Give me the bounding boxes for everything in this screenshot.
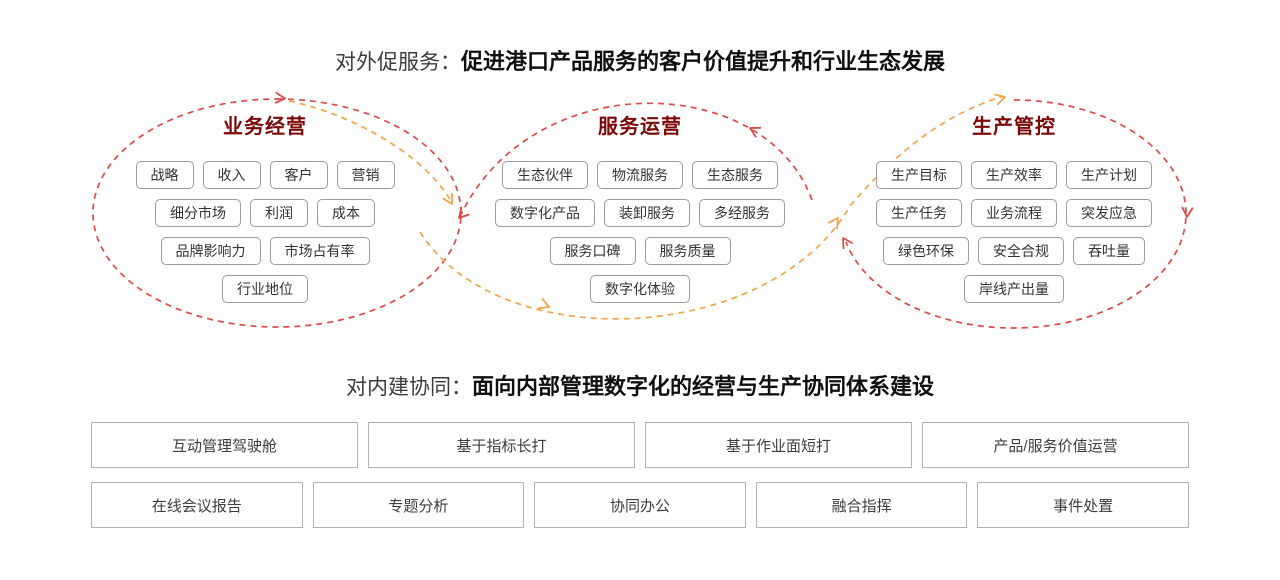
metric-chip: 多经服务: [699, 199, 785, 227]
metric-chip: 突发应急: [1066, 199, 1152, 227]
metric-chip: 客户: [269, 161, 328, 189]
arrowhead: [749, 126, 762, 138]
chip-row: 岸线产出量: [830, 275, 1198, 303]
chip-row: 生产任务 业务流程 突发应急: [830, 199, 1198, 227]
bottom-banner-title: 面向内部管理数字化的经营与生产协同体系建设: [471, 374, 934, 399]
arrowhead: [994, 93, 1006, 106]
chip-row: 数字化产品 装卸服务 多经服务: [455, 199, 825, 227]
chip-row: 服务口碑 服务质量: [455, 237, 825, 265]
metric-chip: 服务质量: [644, 237, 731, 265]
metric-chip: 成本: [317, 199, 375, 227]
middle-top-arc: [458, 102, 813, 220]
capability-box: 专题分析: [312, 482, 525, 528]
arrowhead: [842, 237, 853, 250]
capability-box: 互动管理驾驶舱: [91, 422, 358, 468]
capability-box: 产品/服务价值运营: [922, 422, 1189, 468]
metric-chip: 物流服务: [597, 161, 683, 189]
metric-chip: 业务流程: [971, 199, 1057, 227]
bottom-banner-label: 对内建协同：: [345, 376, 472, 399]
metric-chip: 装卸服务: [604, 199, 690, 227]
metric-chip: 品牌影响力: [160, 237, 261, 265]
arrowhead: [274, 91, 286, 104]
arrowhead: [827, 217, 839, 230]
metric-chip: 生态伙伴: [502, 161, 588, 189]
metric-chip: 岸线产出量: [964, 275, 1064, 303]
chip-row: 细分市场 利润 成本: [82, 199, 448, 227]
arrowhead: [458, 207, 470, 219]
arrowhead: [537, 298, 550, 310]
left-loop-curve: [92, 98, 462, 328]
chip-row: 品牌影响力 市场占有率: [82, 237, 448, 265]
metric-chip: 收入: [202, 161, 261, 189]
capability-box: 在线会议报告: [91, 482, 303, 528]
metric-chip: 行业地位: [222, 275, 308, 303]
chip-row: 行业地位: [82, 275, 448, 303]
chip-row: 战略 收入 客户 营销: [82, 161, 448, 189]
metric-chip: 吞吐量: [1073, 237, 1145, 265]
section-title: 生产管控: [972, 116, 1056, 138]
top-banner-title: 促进港口产品服务的客户价值提升和行业生态发展: [460, 49, 945, 74]
capability-grid: 互动管理驾驶舱 基于指标长打 基于作业面短打 产品/服务价值运营 在线会议报告 …: [91, 422, 1189, 542]
metric-chip: 绿色环保: [883, 237, 969, 265]
chip-row: 数字化体验: [455, 275, 825, 303]
grid-row: 互动管理驾驶舱 基于指标长打 基于作业面短打 产品/服务价值运营: [91, 422, 1189, 468]
metric-chip: 生态服务: [692, 161, 778, 189]
right-loop-curve: [845, 99, 1187, 329]
capability-box: 基于指标长打: [368, 422, 635, 468]
section-production-control: 生产管控 生产目标 生产效率 生产计划 生产任务 业务流程 突发应急 绿色环保 …: [830, 113, 1198, 313]
arrowhead: [1181, 206, 1194, 218]
metric-chip: 生产目标: [876, 161, 962, 189]
metric-chip: 生产任务: [876, 199, 962, 227]
metric-chip: 生产效率: [971, 161, 1057, 189]
section-title: 服务运营: [598, 116, 682, 138]
capability-box: 协同办公: [534, 482, 746, 528]
metric-chip: 服务口碑: [549, 237, 636, 265]
metric-chip: 利润: [250, 199, 308, 227]
metric-chip: 安全合规: [978, 237, 1064, 265]
grid-row: 在线会议报告 专题分析 协同办公 融合指挥 事件处置: [91, 482, 1189, 528]
section-title: 业务经营: [223, 116, 307, 138]
arrowhead: [442, 192, 453, 205]
chip-row: 绿色环保 安全合规 吞吐量: [830, 237, 1198, 265]
capability-box: 基于作业面短打: [645, 422, 912, 468]
metric-chip: 市场占有率: [269, 237, 370, 265]
bottom-banner: 对内建协同：面向内部管理数字化的经营与生产协同体系建设: [0, 369, 1280, 401]
section-service-operation: 服务运营 生态伙伴 物流服务 生态服务 数字化产品 装卸服务 多经服务 服务口碑…: [455, 113, 825, 313]
metric-chip: 营销: [336, 161, 395, 189]
left-cross-curve: [288, 100, 453, 204]
chip-row: 生态伙伴 物流服务 生态服务: [455, 161, 825, 189]
metric-chip: 生产计划: [1066, 161, 1152, 189]
metric-chip: 战略: [135, 161, 194, 189]
metric-chip: 数字化体验: [590, 275, 690, 303]
section-business-operation: 业务经营 战略 收入 客户 营销 细分市场 利润 成本 品牌影响力 市场占有率 …: [82, 113, 448, 313]
top-banner: 对外促服务：促进港口产品服务的客户价值提升和行业生态发展: [0, 44, 1280, 76]
capability-box: 融合指挥: [755, 482, 968, 528]
middle-bottom-arc: [419, 95, 1005, 320]
capability-box: 事件处置: [977, 482, 1189, 528]
chip-row: 生产目标 生产效率 生产计划: [830, 161, 1198, 189]
metric-chip: 数字化产品: [495, 199, 595, 227]
top-banner-label: 对外促服务：: [334, 51, 461, 74]
metric-chip: 细分市场: [155, 199, 241, 227]
